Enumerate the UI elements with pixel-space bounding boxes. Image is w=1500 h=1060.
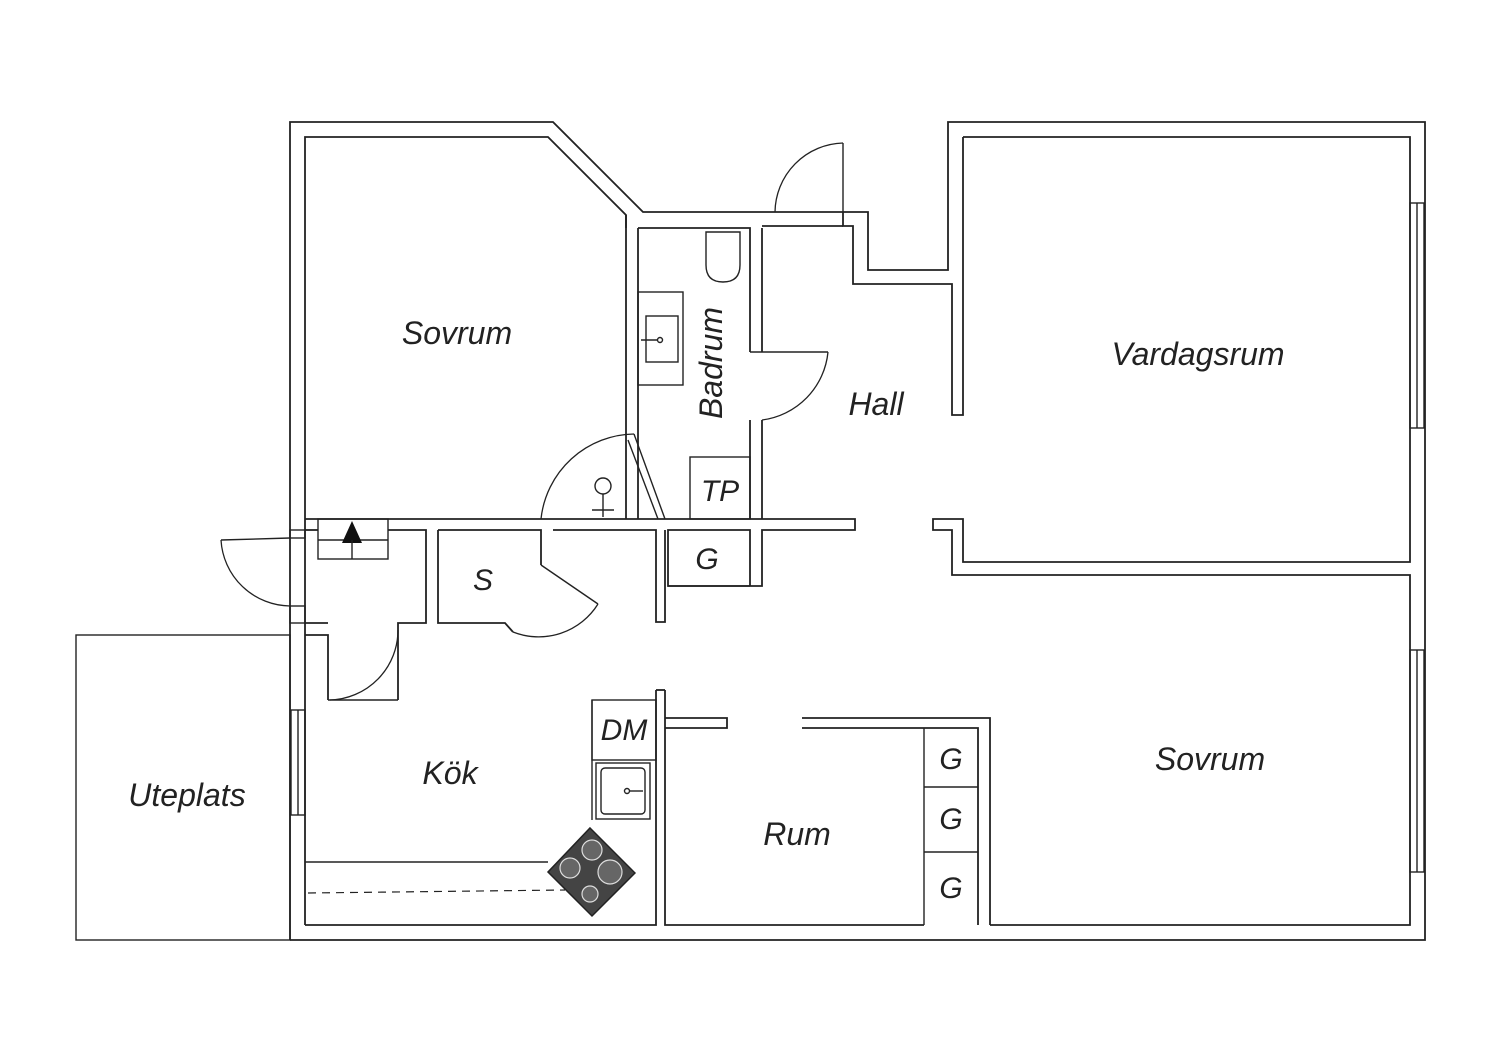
label-s: S bbox=[473, 564, 493, 597]
shower-icon bbox=[540, 433, 666, 520]
ventilation-icon bbox=[317, 518, 389, 560]
label-kok: Kök bbox=[422, 755, 479, 791]
window-right-upper bbox=[1409, 202, 1425, 429]
label-g-2: G bbox=[939, 803, 962, 836]
label-rum: Rum bbox=[763, 816, 831, 852]
label-dm: DM bbox=[601, 714, 648, 747]
label-uteplats: Uteplats bbox=[128, 777, 245, 813]
label-badrum: Badrum bbox=[693, 307, 729, 419]
label-hall: Hall bbox=[848, 386, 904, 422]
hall-front-door bbox=[774, 142, 844, 213]
kitchen-sink-icon bbox=[595, 762, 651, 820]
hall-walls bbox=[305, 518, 856, 700]
label-sovrum-1: Sovrum bbox=[402, 315, 512, 351]
dm-box bbox=[591, 699, 657, 761]
window-kitchen bbox=[290, 709, 306, 816]
bathroom-door bbox=[750, 351, 829, 421]
kitchen-door bbox=[328, 629, 399, 701]
closets bbox=[923, 728, 978, 925]
window-right-lower bbox=[1409, 649, 1425, 873]
patio bbox=[75, 634, 291, 941]
label-g-3: G bbox=[939, 872, 962, 905]
entrance-door bbox=[220, 529, 306, 624]
bathroom-walls bbox=[625, 215, 843, 519]
bathroom-sink-icon bbox=[637, 291, 684, 386]
label-vardagsrum: Vardagsrum bbox=[1111, 336, 1284, 372]
outer-walls bbox=[289, 121, 1426, 941]
label-sovrum-2: Sovrum bbox=[1155, 741, 1265, 777]
kitchen-counter bbox=[305, 700, 593, 894]
label-g-hall: G bbox=[695, 543, 718, 576]
toilet-icon bbox=[705, 231, 741, 283]
label-g-1: G bbox=[939, 743, 962, 776]
label-tp: TP bbox=[701, 475, 739, 508]
kitchen-walls bbox=[305, 689, 991, 926]
storage-door bbox=[512, 564, 599, 638]
stove-icon bbox=[546, 826, 637, 918]
